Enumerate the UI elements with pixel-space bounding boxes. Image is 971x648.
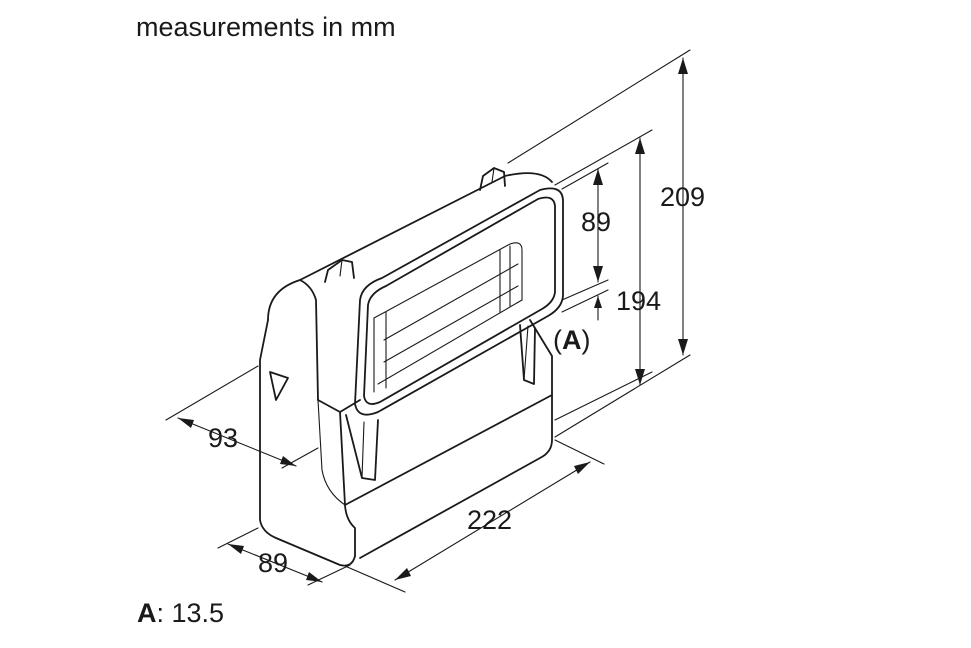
diagram-title: measurements in mm [136, 12, 396, 42]
dim-194-label: 194 [616, 286, 662, 316]
duct-body [259, 167, 564, 567]
legend-key: A [137, 598, 157, 628]
dim-89-top-label: 89 [581, 207, 612, 237]
legend-a: A: 13.5 [137, 598, 225, 628]
dimension-lines [165, 49, 691, 593]
callout-a: (A) [553, 325, 591, 355]
dim-222-label: 222 [467, 505, 513, 535]
dim-209-label: 209 [660, 182, 706, 212]
legend-value: 13.5 [171, 598, 225, 628]
dim-93-label: 93 [208, 423, 239, 453]
dim-89-bottom-label: 89 [258, 548, 289, 578]
